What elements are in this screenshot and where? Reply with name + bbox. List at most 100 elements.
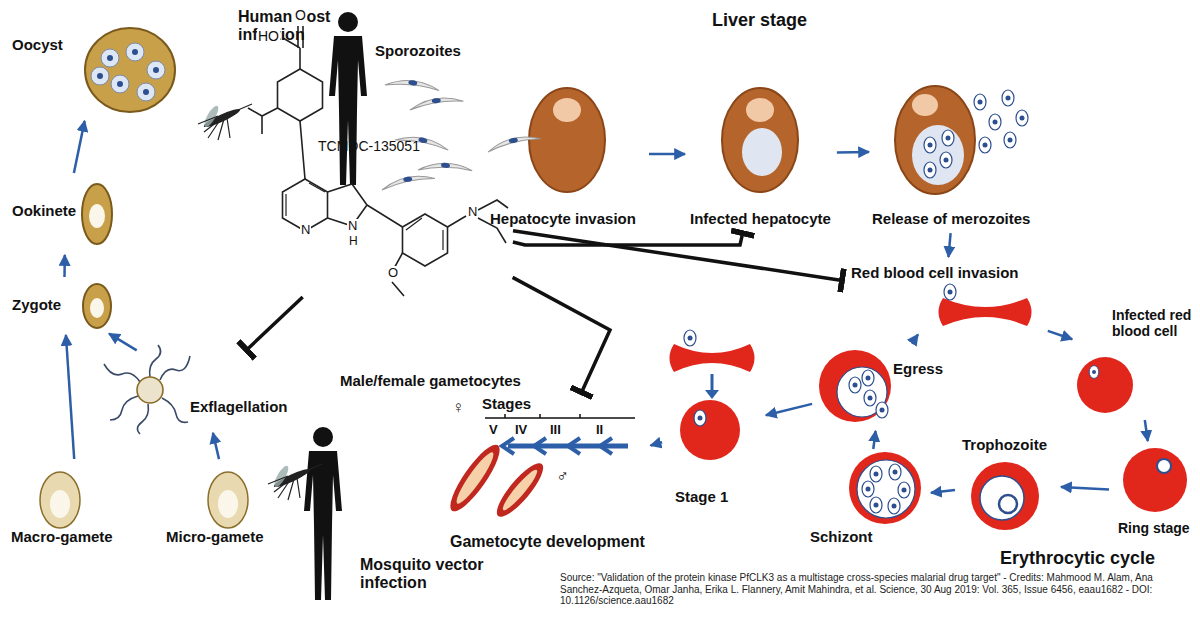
gametocytes <box>443 414 635 522</box>
sporozoites-part <box>381 173 436 190</box>
flow-arrow <box>1145 420 1148 441</box>
text-label: V <box>489 423 498 438</box>
gametocytes-part-part <box>490 458 549 523</box>
text-label: Liver stage <box>712 10 807 31</box>
stage-node: Red blood cell invasion <box>845 260 1045 332</box>
flow-arrow <box>109 334 137 351</box>
exflagellation-part <box>162 398 188 422</box>
hepatocytes-part <box>924 137 936 153</box>
exflagellation-part <box>110 396 138 420</box>
hepatocytes-part <box>1016 110 1028 126</box>
red-blood-cells-part <box>898 482 910 498</box>
red-blood-cells-part <box>680 400 740 460</box>
red-blood-cells-part <box>670 344 755 372</box>
sporozoites <box>381 76 473 190</box>
gametocytes-part-part <box>443 439 507 517</box>
flow-arrow <box>912 335 918 344</box>
zygote-part <box>90 298 104 318</box>
hepatocytes-part <box>1002 90 1014 106</box>
red-blood-cells-part <box>939 298 1032 326</box>
red-blood-cells-part <box>1089 366 1099 379</box>
flow-arrow <box>213 433 219 459</box>
flow-arrow <box>66 335 74 459</box>
red-blood-cells-part <box>862 370 874 386</box>
atom-label: O <box>387 266 399 279</box>
hepatocytes-part <box>912 125 964 185</box>
stage-node: Infected red blood cell <box>1075 305 1198 417</box>
text-label: II <box>596 423 603 438</box>
text-label: Hepatocyte invasion <box>490 210 636 227</box>
hepatocytes-part <box>940 152 952 168</box>
gametes-part <box>208 472 248 528</box>
stage-node: Micro-gamete <box>158 462 303 554</box>
red-blood-cells-part <box>694 410 706 426</box>
atom-label: N <box>347 219 358 232</box>
red-blood-cells-part <box>819 350 891 422</box>
red-blood-cells-part <box>684 330 696 346</box>
text-label: Oocyst <box>12 36 63 53</box>
text-label: Macro-gamete <box>11 528 113 545</box>
red-blood-cells-part <box>711 374 714 392</box>
human-figure <box>304 12 367 600</box>
hepatocytes-part <box>942 130 954 146</box>
hepatocytes-part <box>486 133 541 152</box>
flow-arrow <box>766 404 812 415</box>
hepatocytes-part <box>924 162 936 178</box>
red-blood-cells-part <box>1077 357 1133 413</box>
oocyst-part <box>126 43 144 61</box>
hepatocytes <box>486 86 1028 194</box>
text-label: Egress <box>893 360 943 377</box>
flow-arrow <box>837 151 869 154</box>
text-label: Ookinete <box>12 202 76 219</box>
compound-structure-part <box>248 26 305 179</box>
red-blood-cells-part <box>705 390 719 399</box>
exflagellation <box>104 345 190 434</box>
mosquito-part <box>268 464 322 500</box>
exflagellation-part <box>137 377 163 403</box>
flow-arrow <box>931 490 955 493</box>
text-label: Erythrocytic cycle <box>1000 548 1155 569</box>
red-blood-cells <box>670 284 1188 530</box>
stage-node: Macro-gamete <box>5 462 150 554</box>
red-blood-cells-part <box>999 495 1017 513</box>
red-blood-cells-part <box>944 284 956 300</box>
hepatocytes-part <box>979 137 991 153</box>
hepatocytes-part <box>746 98 774 122</box>
red-blood-cells-part <box>864 390 876 406</box>
hepatocytes-part <box>1004 132 1016 148</box>
compound-structure-part <box>278 69 323 121</box>
stage-node: Release of merozoites <box>872 70 1044 230</box>
red-blood-cells-part <box>889 464 901 480</box>
text-label: Schizont <box>810 528 873 545</box>
stage-node: Exflagellation <box>98 352 308 430</box>
compound-structure-part <box>328 184 403 227</box>
flow-arrow <box>651 442 663 445</box>
sporozoites-part <box>385 76 440 95</box>
text-label: Stage 1 <box>675 488 728 505</box>
ookinete-part <box>89 204 105 228</box>
gametocytes-part <box>485 414 635 418</box>
stage-node: Zygote <box>8 280 120 332</box>
oocyst-part <box>137 83 155 101</box>
hepatocytes-part <box>974 94 986 110</box>
exflagellation-part <box>150 345 161 377</box>
text-label: Zygote <box>12 296 61 313</box>
red-blood-cells-part <box>888 498 900 514</box>
text-label: Micro-gamete <box>166 528 264 545</box>
red-blood-cells-part <box>837 367 887 417</box>
atom-label: HO <box>257 29 280 43</box>
ookinete <box>82 184 112 244</box>
compound-structure-part <box>403 214 448 266</box>
text-label: III <box>550 423 561 438</box>
red-blood-cells-part <box>849 452 921 524</box>
exflagellation-part <box>104 364 140 382</box>
stage-node: Stage 1 <box>665 338 763 518</box>
oocyst-part <box>85 28 175 112</box>
text-label: Mosquito vector infection <box>360 556 485 593</box>
exflagellation-part <box>160 356 190 380</box>
text-label: Human host infection <box>238 8 338 45</box>
stage-node: Ring stage <box>1112 444 1198 540</box>
red-blood-cells-part <box>857 460 915 518</box>
flow-arrow <box>873 431 875 449</box>
